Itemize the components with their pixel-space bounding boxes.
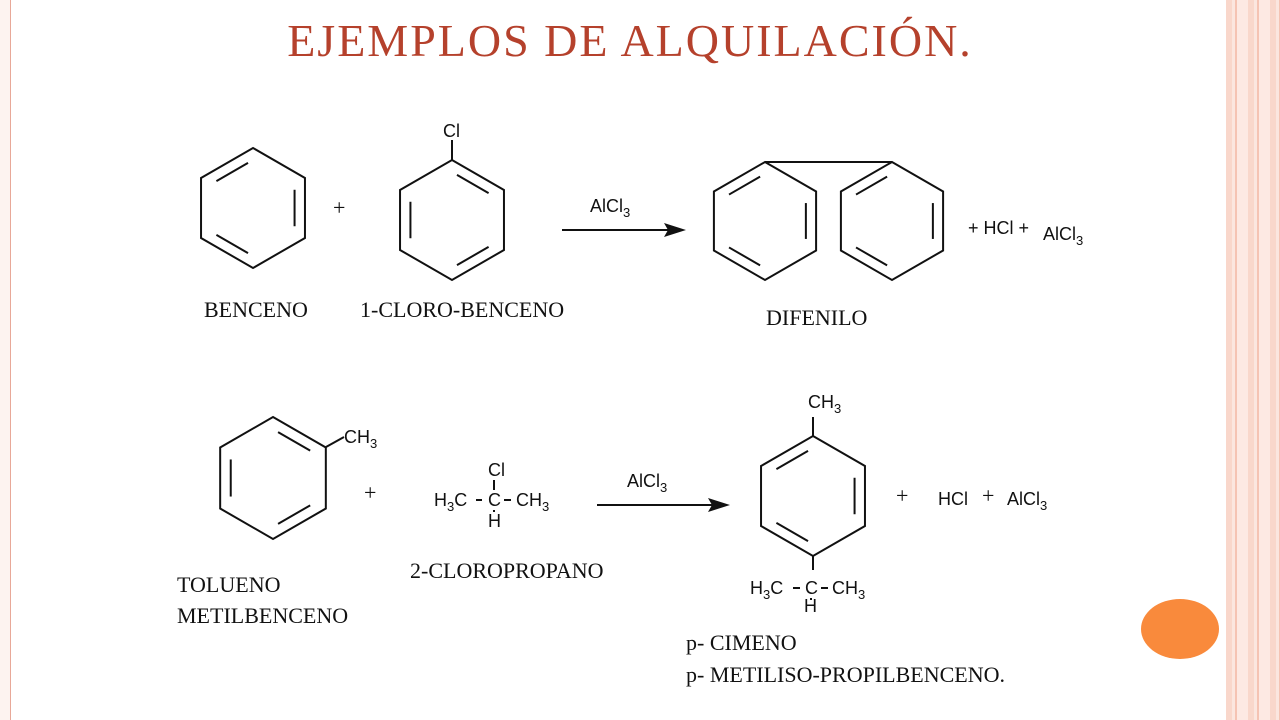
ring-double-bond: [855, 246, 888, 267]
ring-double-bond: [277, 431, 311, 452]
ring-double-bond: [215, 234, 249, 254]
catalyst-label-1: AlCl3: [590, 196, 630, 220]
biphenyl-ring-right: [839, 160, 945, 282]
ring-outline: [399, 158, 505, 282]
benzene-ring-1: [200, 146, 306, 270]
plus-sign-1: +: [333, 195, 345, 220]
slide-title: EJEMPLOS DE ALQUILACIÓN.: [287, 15, 973, 66]
toluene-label-line2: METILBENCENO: [177, 603, 348, 628]
chlorobenzene-label: 1-CLORO-BENCENO: [360, 297, 564, 322]
benzene-label: BENCENO: [204, 297, 308, 322]
ring-double-bond: [775, 450, 809, 470]
ring-outline: [839, 160, 945, 282]
biphenyl-label: DIFENILO: [766, 305, 867, 330]
toluene-methyl-label: CH3: [344, 427, 377, 451]
chloropropane-right-methyl: CH3: [516, 490, 549, 514]
plus-sign-4: +: [982, 483, 994, 508]
cymene-label-line2: p- METILISO-PROPILBENCENO.: [686, 662, 1005, 687]
reaction-arrow-1-head: [664, 223, 686, 237]
toluene-methyl-bond: [325, 436, 345, 448]
orange-accent-circle: [1141, 599, 1219, 659]
byproduct-catalyst-2: AlCl3: [1007, 489, 1047, 513]
chloropropane-label: 2-CLOROPROPANO: [410, 558, 604, 583]
ring-outline: [219, 415, 327, 541]
right-decorative-stripes: [1226, 0, 1280, 720]
ring-double-bond: [456, 246, 490, 266]
chloropropane-left-methyl: H3C: [434, 490, 467, 514]
cymene-ring: [760, 434, 866, 558]
cymene-right-methyl: CH3: [832, 578, 865, 602]
ring-double-bond: [728, 246, 761, 267]
plus-sign-3: +: [896, 483, 908, 508]
ring-double-bond: [456, 174, 490, 194]
ring-double-bond: [775, 522, 809, 542]
ring-double-bond: [277, 504, 311, 525]
chlorine-label: Cl: [443, 121, 460, 141]
cymene-label-line1: p- CIMENO: [686, 630, 797, 655]
cymene-methyl-label: CH3: [808, 392, 841, 416]
reaction-arrow-2-head: [708, 498, 730, 512]
plus-sign-2: +: [364, 480, 376, 505]
chloropropane-hydrogen: H: [488, 511, 501, 531]
catalyst-label-2: AlCl3: [627, 471, 667, 495]
toluene-label-line1: TOLUENO: [177, 572, 280, 597]
ring-double-bond: [855, 175, 888, 196]
chloropropane-center-carbon: C: [488, 490, 501, 510]
byproducts-1: + HCl +: [968, 218, 1029, 238]
toluene-ring: [219, 415, 327, 541]
cymene-center-carbon: C: [805, 578, 818, 598]
byproduct-hcl-2: HCl: [938, 489, 968, 509]
cymene-left-methyl: H3C: [750, 578, 783, 602]
ring-outline: [200, 146, 306, 270]
biphenyl-ring-left: [712, 160, 818, 282]
chlorobenzene-ring: [399, 158, 505, 282]
ring-outline: [712, 160, 818, 282]
byproduct-catalyst-1: AlCl3: [1043, 224, 1083, 248]
cymene-hydrogen: H: [804, 596, 817, 616]
ring-double-bond: [728, 175, 761, 196]
left-frame-border: [0, 0, 11, 720]
ring-outline: [760, 434, 866, 558]
ring-double-bond: [215, 162, 249, 182]
chloropropane-cl: Cl: [488, 460, 505, 480]
